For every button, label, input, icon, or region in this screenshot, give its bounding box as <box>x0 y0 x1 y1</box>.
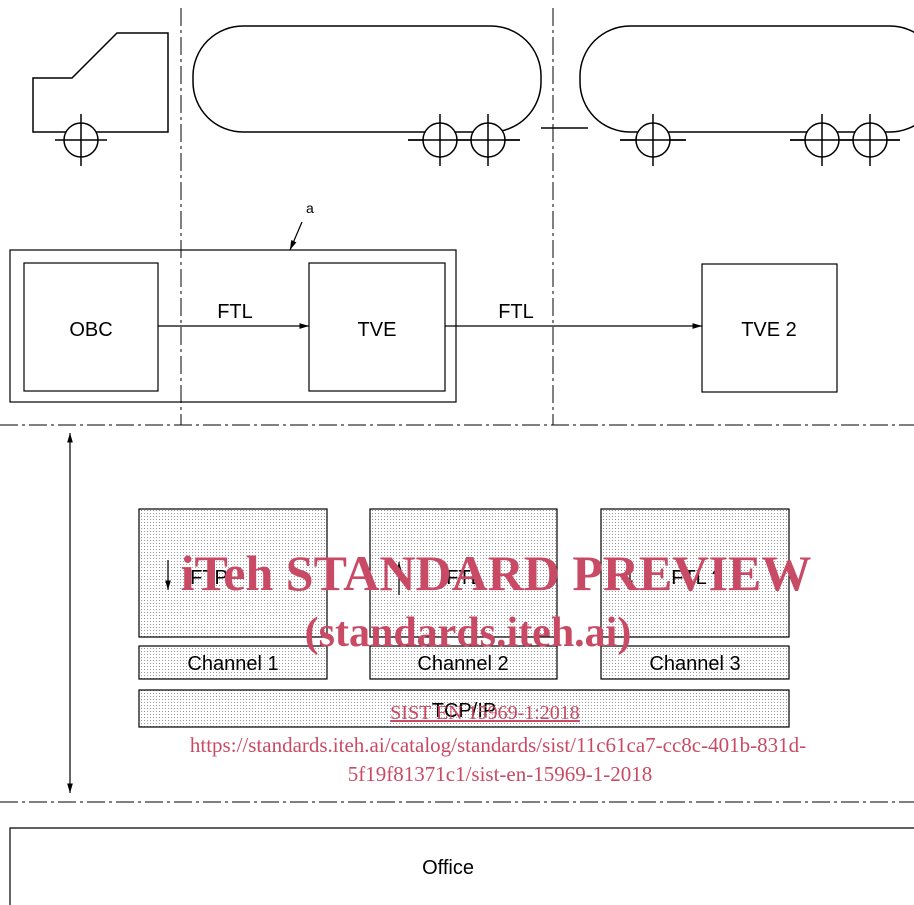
trailer-1-icon <box>192 25 542 166</box>
channel-label-3: Channel 3 <box>649 653 740 675</box>
truck-cab-icon <box>32 32 169 166</box>
protocol-block-3: FTL ? <box>600 508 790 638</box>
horizontal-separators <box>0 424 914 803</box>
protocol-label-2: FTL <box>446 567 482 589</box>
trailer-2-icon <box>579 25 914 166</box>
ftl-label-1: FTL <box>217 301 253 323</box>
transport-layer: TCP/IP <box>138 689 790 728</box>
channel-label-2: Channel 2 <box>417 653 508 675</box>
callout-label: a <box>306 200 314 216</box>
obc-box <box>23 262 159 392</box>
protocol-block-2: FTL <box>369 508 558 638</box>
obc-label: OBC <box>69 319 112 341</box>
protocol-label-1: FTP <box>190 567 228 589</box>
protocol-block-1: FTP <box>138 508 328 638</box>
tve-label: TVE <box>358 319 397 341</box>
callout-arrow <box>289 221 303 251</box>
channel-1: Channel 1 <box>138 645 328 680</box>
office-label: Office <box>422 857 474 879</box>
tve2-label: TVE 2 <box>741 319 797 341</box>
tve2-box <box>701 263 838 393</box>
transport-label: TCP/IP <box>432 700 496 722</box>
ftl-label-2: FTL <box>498 301 534 323</box>
vertical-separators <box>180 8 554 425</box>
channel-label-1: Channel 1 <box>187 653 278 675</box>
channel-3: Channel 3 <box>600 645 790 680</box>
office-box: Office <box>9 827 914 905</box>
tve-box <box>308 262 446 392</box>
watermark-doc-id[interactable]: SIST EN 15969-1:2018 <box>390 702 580 724</box>
watermark-url-line2[interactable]: 5f19f81371c1/sist-en-15969-1-2018 <box>348 762 652 786</box>
protocol-label-3: FTL ? <box>671 567 723 589</box>
channel-2: Channel 2 <box>369 645 558 680</box>
watermark-title: iTeh STANDARD PREVIEW <box>181 545 812 601</box>
watermark-url-line1[interactable]: https://standards.iteh.ai/catalog/standa… <box>190 733 806 757</box>
watermark-subtitle: (standards.iteh.ai) <box>305 610 632 656</box>
